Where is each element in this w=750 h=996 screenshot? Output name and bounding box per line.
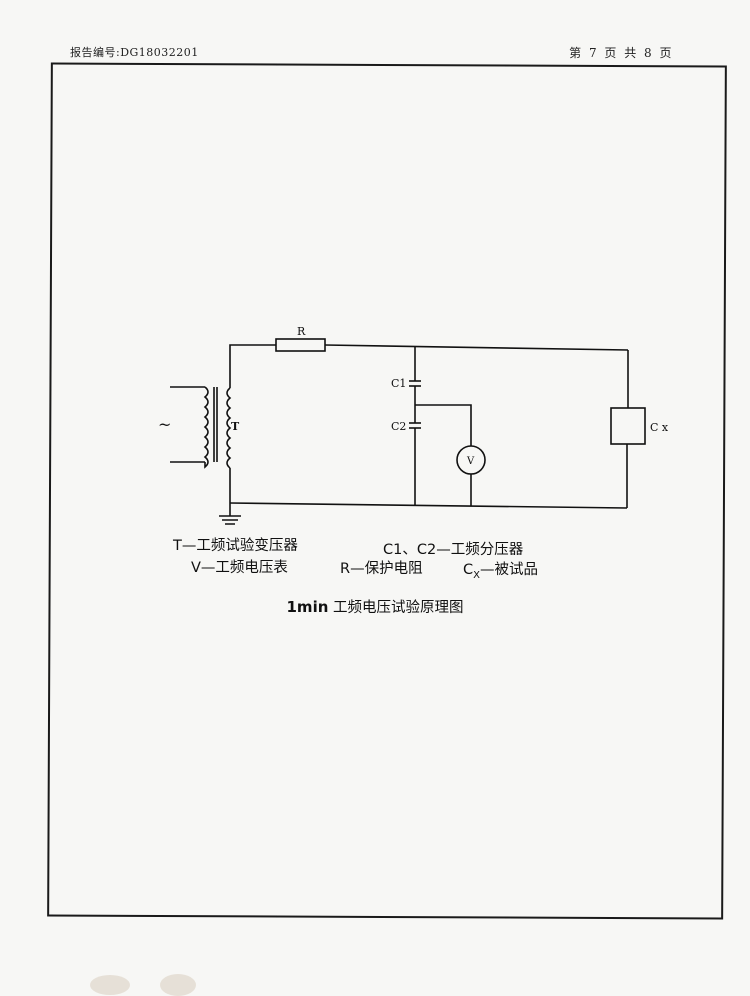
- legend-cx-rest: —被试品: [479, 562, 538, 578]
- figure-title-bold: 1min: [286, 598, 329, 616]
- test-object-cx: [610, 407, 646, 445]
- page-info: 第 7 页 共 8 页: [569, 46, 672, 60]
- report-number: 报告编号:DG18032201: [70, 46, 199, 59]
- bottom-wire: [229, 502, 628, 509]
- resistor-label: R: [297, 325, 306, 338]
- transformer-label: T: [231, 420, 240, 433]
- top-wire-left: [229, 344, 276, 388]
- voltmeter-wire-top: [415, 404, 472, 446]
- top-wire-right: [324, 344, 629, 351]
- voltmeter-label: V: [466, 456, 475, 467]
- ground-symbol: [219, 515, 241, 525]
- legend-t: T—工频试验变压器: [173, 538, 298, 554]
- cx-label: C x: [650, 421, 669, 434]
- scan-smudge-2: [160, 974, 196, 996]
- scan-smudge-1: [90, 975, 130, 995]
- c2-label: C2: [391, 420, 406, 433]
- legend-cx-main: C: [463, 562, 474, 578]
- figure-title-rest: 工频电压试验原理图: [328, 600, 464, 616]
- resistor-r: [275, 338, 326, 352]
- c1-label: C1: [391, 377, 406, 390]
- legend-cx-sub: X: [473, 570, 480, 581]
- legend-v: V—工频电压表: [191, 560, 288, 576]
- legend-c1-c2: C1、C2—工频分压器: [383, 542, 524, 558]
- figure-title: 1min 工频电压试验原理图: [0, 596, 750, 617]
- source-label: ~: [158, 415, 171, 434]
- legend-r: R—保护电阻: [340, 561, 423, 577]
- secondary-coil: [226, 387, 232, 469]
- legend-cx: CX—被试品: [463, 558, 538, 581]
- primary-coil: [203, 386, 209, 469]
